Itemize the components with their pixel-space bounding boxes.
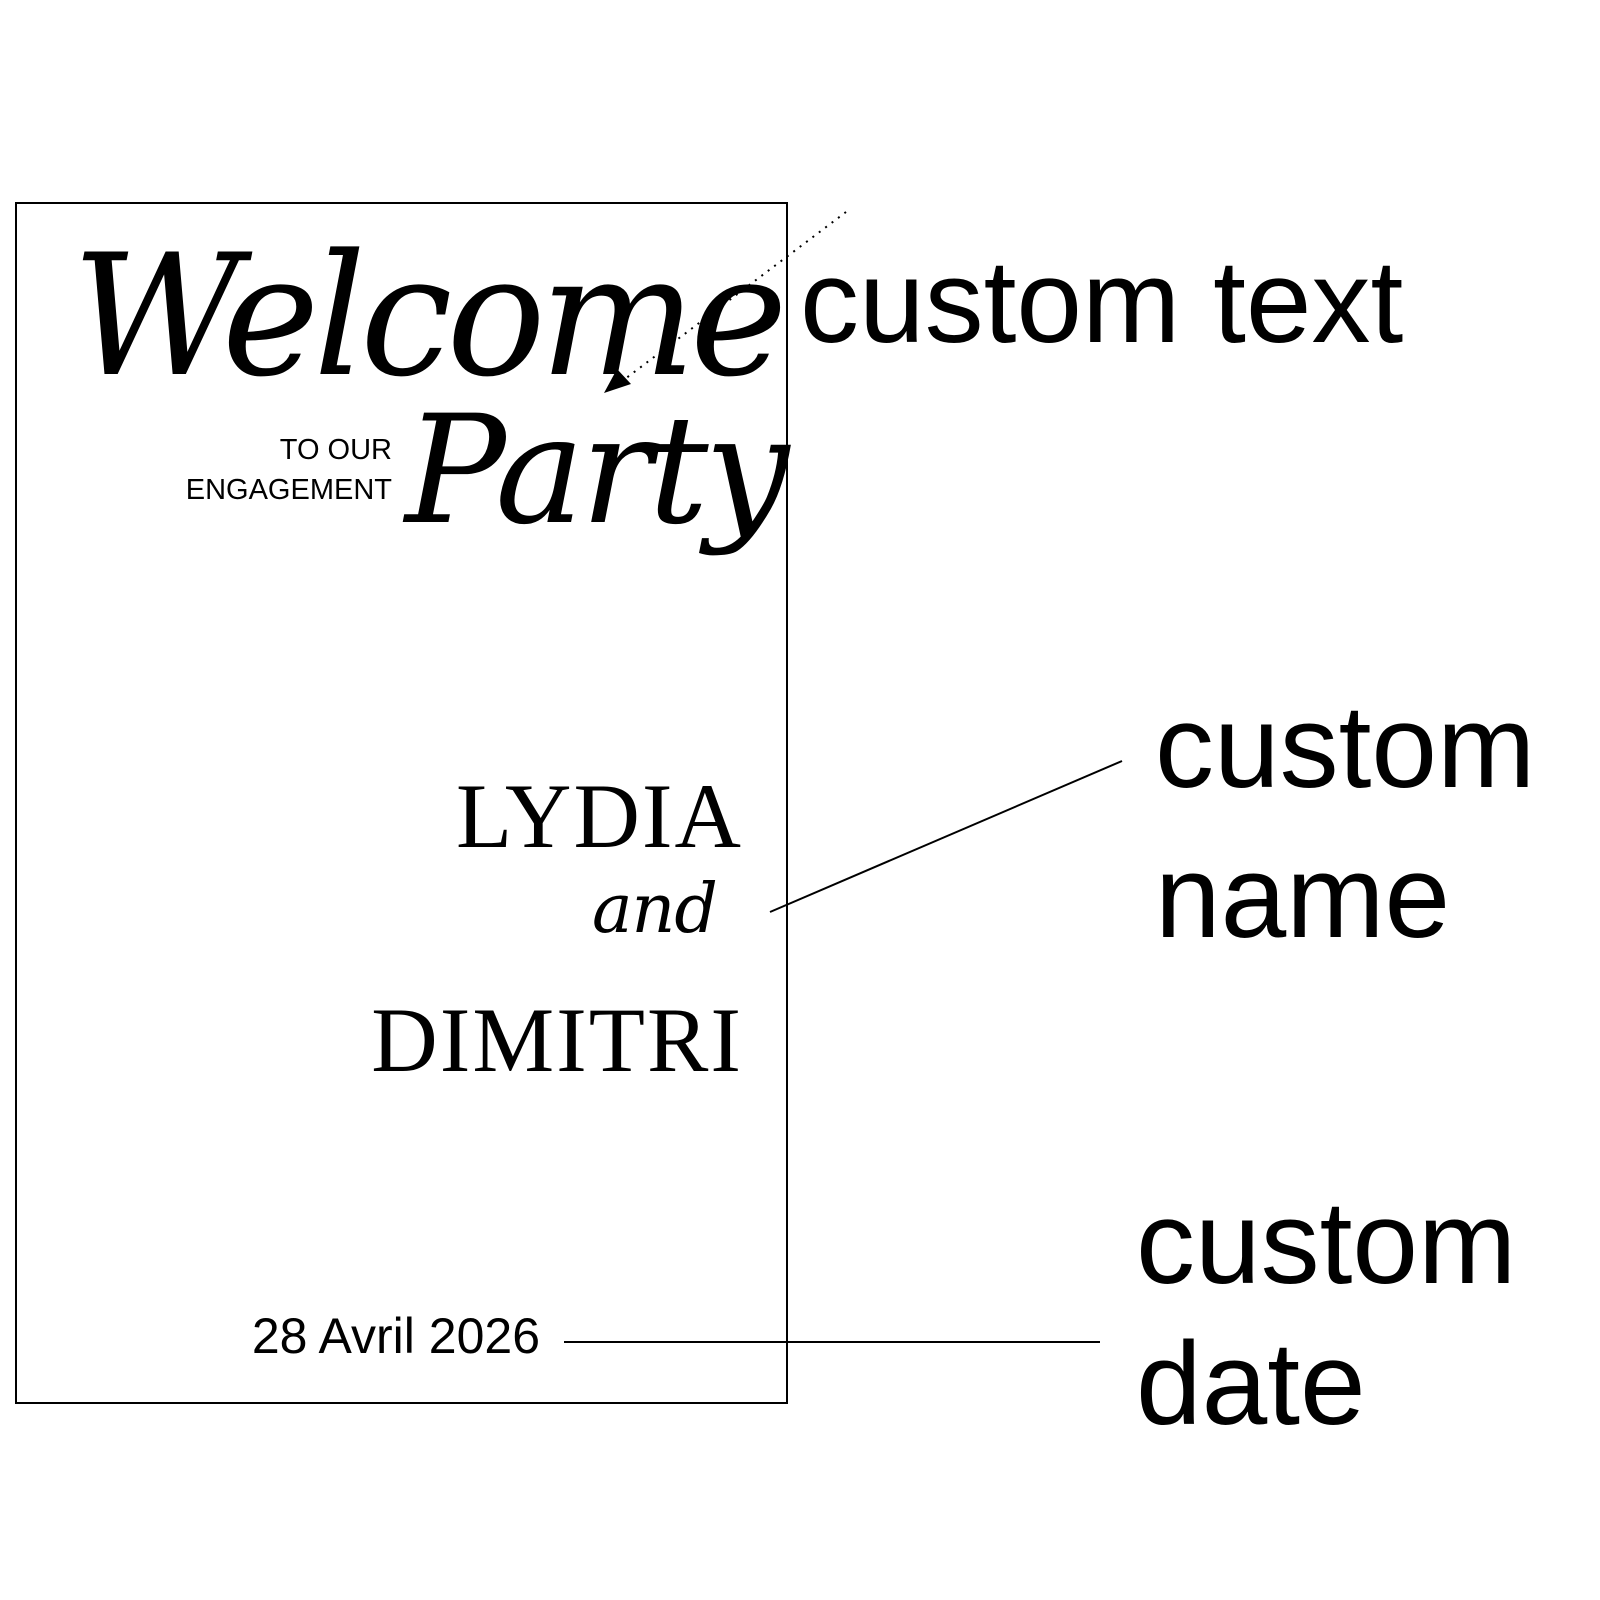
custom-date-label-line2: date xyxy=(1136,1318,1366,1450)
custom-name-connector-line xyxy=(769,760,1123,913)
subtitle-line-2: ENGAGEMENT xyxy=(185,474,392,506)
custom-name-label-line1: custom xyxy=(1155,681,1536,813)
event-date: 28 Avril 2026 xyxy=(251,1308,540,1364)
second-name: DIMITRI xyxy=(371,989,743,1091)
sign-board xyxy=(15,202,788,1404)
custom-text-label: custom text xyxy=(800,236,1404,368)
welcome-script-text: Welcome xyxy=(72,218,787,414)
custom-date-label-line1: custom xyxy=(1136,1177,1517,1309)
custom-name-label-line2: name xyxy=(1155,831,1451,963)
party-script-text: Party xyxy=(405,384,789,558)
and-script-text: and xyxy=(592,870,718,949)
first-name: LYDIA xyxy=(456,765,743,867)
subtitle-line-1: TO OUR xyxy=(279,434,392,466)
